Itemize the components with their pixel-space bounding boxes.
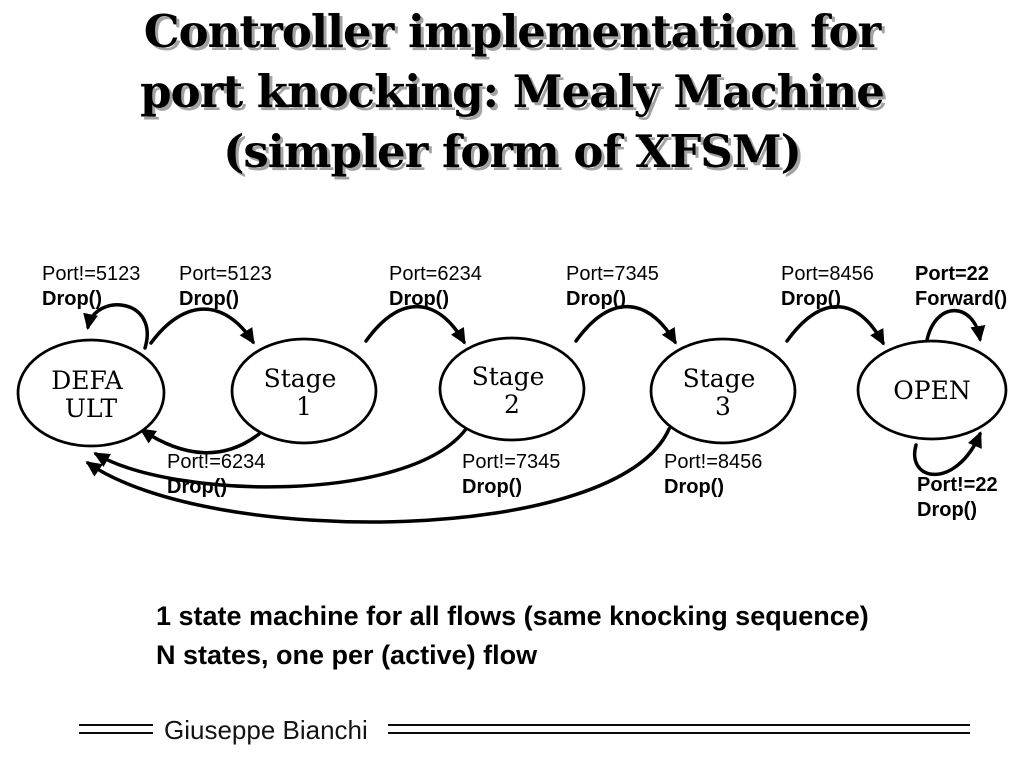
transition-label-not22: Port!=22 Drop() [917,473,998,523]
state-open [856,339,1008,441]
transition-label-not6234: Port!=6234 Drop() [167,450,265,500]
transition-arcs [83,303,986,524]
state-stage1 [230,337,378,445]
notes-block: 1 state machine for all flows (same knoc… [156,597,869,675]
slide-title-line-3: (simpler form of XFSM) [223,125,802,178]
transition-action: Drop() [42,288,102,310]
transition-label-22-forward: Port=22 Forward() [915,262,1007,312]
arc-stage3-to-open [785,305,885,346]
note-line-1: 1 state machine for all flows (same knoc… [156,601,869,631]
transition-action: Drop() [917,499,977,521]
transition-action: Drop() [781,288,841,310]
transition-condition: Port!=22 [917,474,998,496]
transition-action: Drop() [462,476,522,498]
transition-action: Drop() [167,476,227,498]
slide-title-line-2: port knocking: Mealy Machine [140,65,885,118]
transition-condition: Port=7345 [566,263,659,285]
note-line-2: N states, one per (active) flow [156,640,538,670]
arc-stage1-to-stage2 [364,304,466,345]
footer-author: Giuseppe Bianchi [164,715,368,745]
transition-action: Drop() [664,476,724,498]
state-stage3 [649,337,797,445]
transition-condition: Port=5123 [179,263,272,285]
transition-condition: Port=6234 [389,263,482,285]
state-open-label: OPEN [893,376,970,405]
footer-divider-right [388,724,970,734]
arc-stage3-to-default [85,427,671,524]
transition-label-not8456: Port!=8456 Drop() [664,450,762,500]
transition-action: Drop() [179,288,239,310]
slide-title-line-1: Controller implementation for [143,5,881,58]
transition-action: Drop() [566,288,626,310]
arc-stage1-to-default [139,428,261,455]
transition-action: Drop() [389,288,449,310]
arc-open-self-loop-top [925,309,986,342]
arc-stage2-to-stage3 [574,304,677,345]
state-stage3-label: Stage 3 [683,364,764,421]
transition-label-7345: Port=7345 Drop() [566,262,659,312]
footer-divider-left [79,724,153,734]
state-labels: DEFA ULT Stage 1 Stage 2 Stage 3 OPEN [51,362,970,423]
state-stage2 [438,336,586,442]
transition-condition: Port=8456 [781,263,874,285]
transition-label-not5123: Port!=5123 Drop() [42,262,140,312]
transition-label-8456: Port=8456 Drop() [781,262,874,312]
transition-condition: Port!=6234 [167,451,266,473]
state-nodes [16,336,1008,448]
arc-default-self-loop [83,303,149,350]
state-default-label: DEFA ULT [51,366,130,423]
transition-label-6234: Port=6234 Drop() [389,262,482,312]
transition-condition: Port!=7345 [462,451,561,473]
transition-condition: Port!=5123 [42,263,141,285]
transition-label-5123: Port=5123 Drop() [179,262,272,312]
transition-condition: Port=22 [915,263,989,285]
transition-condition: Port!=8456 [664,451,763,473]
state-stage2-label: Stage 2 [472,362,553,419]
transition-label-not7345: Port!=7345 Drop() [462,450,560,500]
arc-open-self-loop-bottom [912,431,982,477]
transition-action: Forward() [915,288,1008,310]
arc-stage2-to-default [93,427,468,489]
arc-default-to-stage1 [149,307,255,345]
state-stage1-label: Stage 1 [264,364,345,421]
slide-title: Controller implementation for port knock… [0,2,1024,182]
state-default [16,338,166,448]
